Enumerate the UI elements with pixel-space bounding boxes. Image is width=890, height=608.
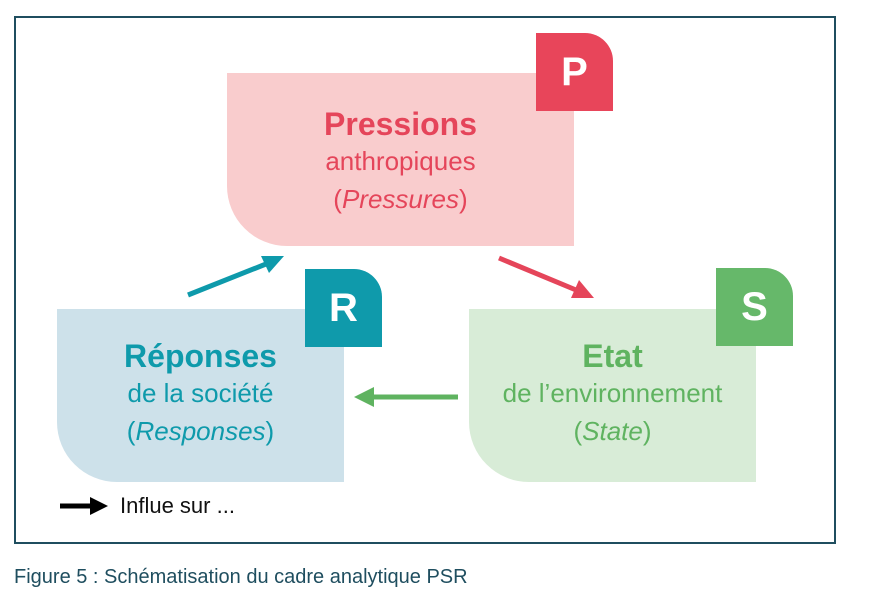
pressions-tag: P — [536, 33, 613, 111]
reponses-subtitle: de la société — [127, 378, 274, 408]
pressions-subtitle: anthropiques — [325, 146, 476, 176]
legend-arrow-icon — [60, 497, 108, 515]
etat-subtitle: de l’environnement — [502, 378, 723, 408]
arrow-pressions-to-etat — [498, 255, 594, 298]
etat-title: Etat — [582, 338, 643, 374]
reponses-title: Réponses — [124, 338, 277, 374]
arrow-reponses-to-pressions — [187, 256, 284, 298]
legend: Influe sur ... — [58, 493, 235, 519]
pressions-box: Pressions anthropiques (Pressures) — [227, 73, 574, 246]
etat-english: (State) — [573, 416, 652, 446]
diagram-frame — [14, 16, 836, 544]
etat-tag: S — [716, 268, 793, 346]
pressions-title: Pressions — [324, 106, 477, 142]
legend-label: Influe sur ... — [120, 493, 235, 518]
pressions-english: (Pressures) — [333, 184, 468, 214]
reponses-tag: R — [305, 269, 382, 347]
arrow-etat-to-reponses — [354, 387, 458, 407]
etat-box: Etat de l’environnement (State) — [469, 309, 756, 482]
figure-caption: Figure 5 : Schématisation du cadre analy… — [14, 566, 468, 588]
reponses-english: (Responses) — [126, 416, 275, 446]
reponses-box: Réponses de la société (Responses) — [57, 309, 344, 482]
